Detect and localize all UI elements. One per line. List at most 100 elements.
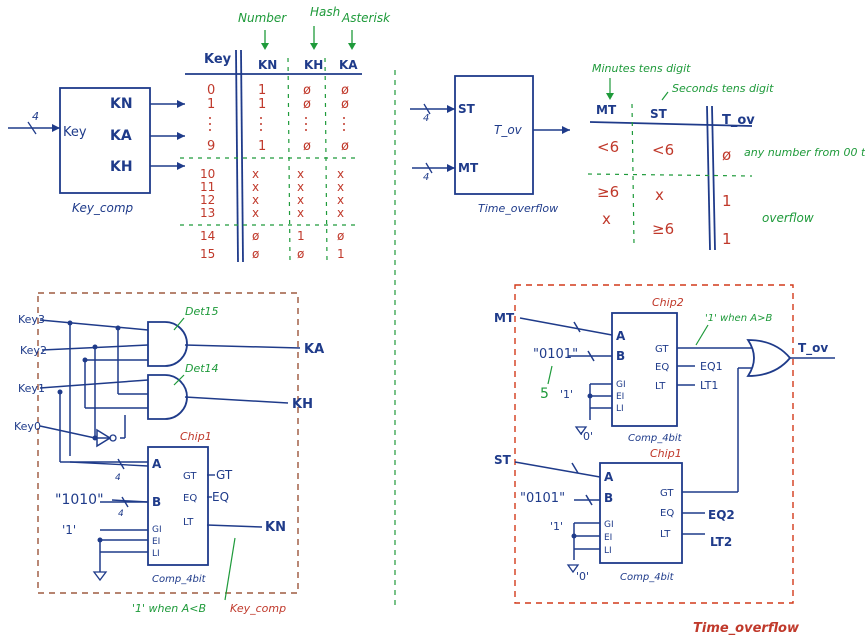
pin-lt: LT [183,517,194,528]
time-overflow-block [410,75,570,195]
svg-text:x: x [252,206,259,220]
svg-text:x: x [297,180,304,194]
inverter-bubble [109,434,117,442]
comp4bit-label: Comp_4bit [152,574,207,585]
table-row: 14 ø 1 ø [200,229,344,243]
key-col-header: Key [204,52,232,67]
svg-text:ø: ø [252,247,259,261]
svg-text:≥6: ≥6 [652,220,674,238]
ka-label: KA [110,128,132,144]
kh-output: KH [292,397,313,412]
svg-text:1: 1 [337,247,345,261]
svg-text:ø: ø [252,229,259,243]
key-comp-boundary [37,292,299,594]
svg-text:14: 14 [200,229,215,243]
one-top: '1' [560,388,573,401]
time-table-rows: <6 <6 ø ≥6 x 1 x ≥6 1 [597,138,732,248]
table-row: 12 x x x [200,193,344,207]
key-table-rows: 0 1 ø ø 1 1 ø ø 9 1 ø ø 10 x x x [200,83,349,261]
one-bottom: '1' [550,520,563,533]
mt-circuit-input: MT [494,311,515,325]
gt-note-arrow [695,324,709,346]
bus-width-b: 4 [118,509,124,519]
time-table-lines [589,105,753,251]
chip1t-pin-gt: GT [660,488,674,499]
svg-text:1: 1 [258,83,266,98]
kn-output: KN [265,520,286,535]
table-row: 13 x x x [200,206,344,220]
zero-top: '0' [580,430,593,443]
table-row: x ≥6 1 [602,210,732,248]
hash-note: Hash [310,5,340,19]
key2-label: Key2 [20,344,47,357]
svg-text:1: 1 [722,192,732,210]
eq1-output: EQ1 [700,360,723,373]
and-gate-det15 [147,321,188,367]
svg-text:ø: ø [297,247,304,261]
key-input-label: Key [63,125,87,140]
table-row: 9 1 ø ø [207,139,349,154]
svg-text:9: 9 [207,139,215,154]
time-overflow-boundary [514,284,794,604]
chip1t-pin-ei: EI [604,533,612,543]
seconds-note: Seconds tens digit [672,82,774,95]
svg-text:x: x [602,210,611,228]
key-table-dashes [180,57,360,263]
zero-bottom: '0' [576,570,589,583]
constant-1010: "1010" [55,492,104,508]
svg-text:11: 11 [200,180,215,194]
kn-label: KN [110,96,133,112]
table-row: 10 x x x [200,167,344,181]
table-row: 0 1 ø ø [207,83,349,98]
chip1t-pin-a: A [604,470,614,484]
key-comp-block [8,87,185,194]
svg-text:1: 1 [722,230,732,248]
gt-output-label: GT [216,468,233,482]
table-row: 1 1 ø ø [207,97,349,112]
chip2-pin-a: A [616,329,626,343]
table-row: 15 ø ø 1 [200,247,345,261]
svg-text:x: x [337,167,344,181]
key-circuit-dots [57,320,121,543]
chip1-time-label: Chip1 [650,447,682,460]
pin-b: B [152,495,161,509]
time-circuit-wires [514,317,835,560]
key-comp-caption: Key_comp [230,602,286,615]
pin-eq: EQ [183,493,197,504]
time-overflow-caption: Time_overflow [693,621,800,636]
a-less-b-note: '1' when A<B [132,602,206,615]
lt2-output: LT2 [710,535,732,549]
chip1t-comp-label: Comp_4bit [620,572,675,583]
st-bus-width: 4 [423,113,429,124]
st-input-label: ST [458,102,476,116]
kh-col-header: KH [304,58,323,72]
chip1-out-stubs [207,474,215,498]
chip2-label: Chip2 [652,296,684,309]
key-bus-width: 4 [32,110,39,123]
svg-text:ø: ø [303,139,311,154]
ground-symbol [92,571,108,582]
svg-text:x: x [337,206,344,220]
time-note-arrows [606,78,669,101]
chip1t-pin-eq: EQ [660,508,674,519]
chip2-pin-b: B [616,349,625,363]
mt-input-label: MT [458,161,479,175]
svg-text:x: x [337,193,344,207]
svg-text:<6: <6 [652,141,674,159]
a-greater-b-note: '1' when A>B [705,313,772,324]
svg-text:x: x [252,167,259,181]
svg-text:x: x [337,180,344,194]
lt1-output: LT1 [700,379,718,392]
number-note: Number [238,11,287,25]
st-col-header: ST [650,107,668,121]
constant-0101-top: "0101" [533,347,578,362]
svg-text:15: 15 [200,247,215,261]
svg-text:0: 0 [207,83,215,98]
note-arrow [224,537,236,601]
key-table-lines [185,49,362,263]
svg-text:≥6: ≥6 [597,183,619,201]
table-row: <6 <6 ø [597,138,731,164]
key1-label: Key1 [18,382,45,395]
minutes-note: Minutes tens digit [592,62,691,75]
